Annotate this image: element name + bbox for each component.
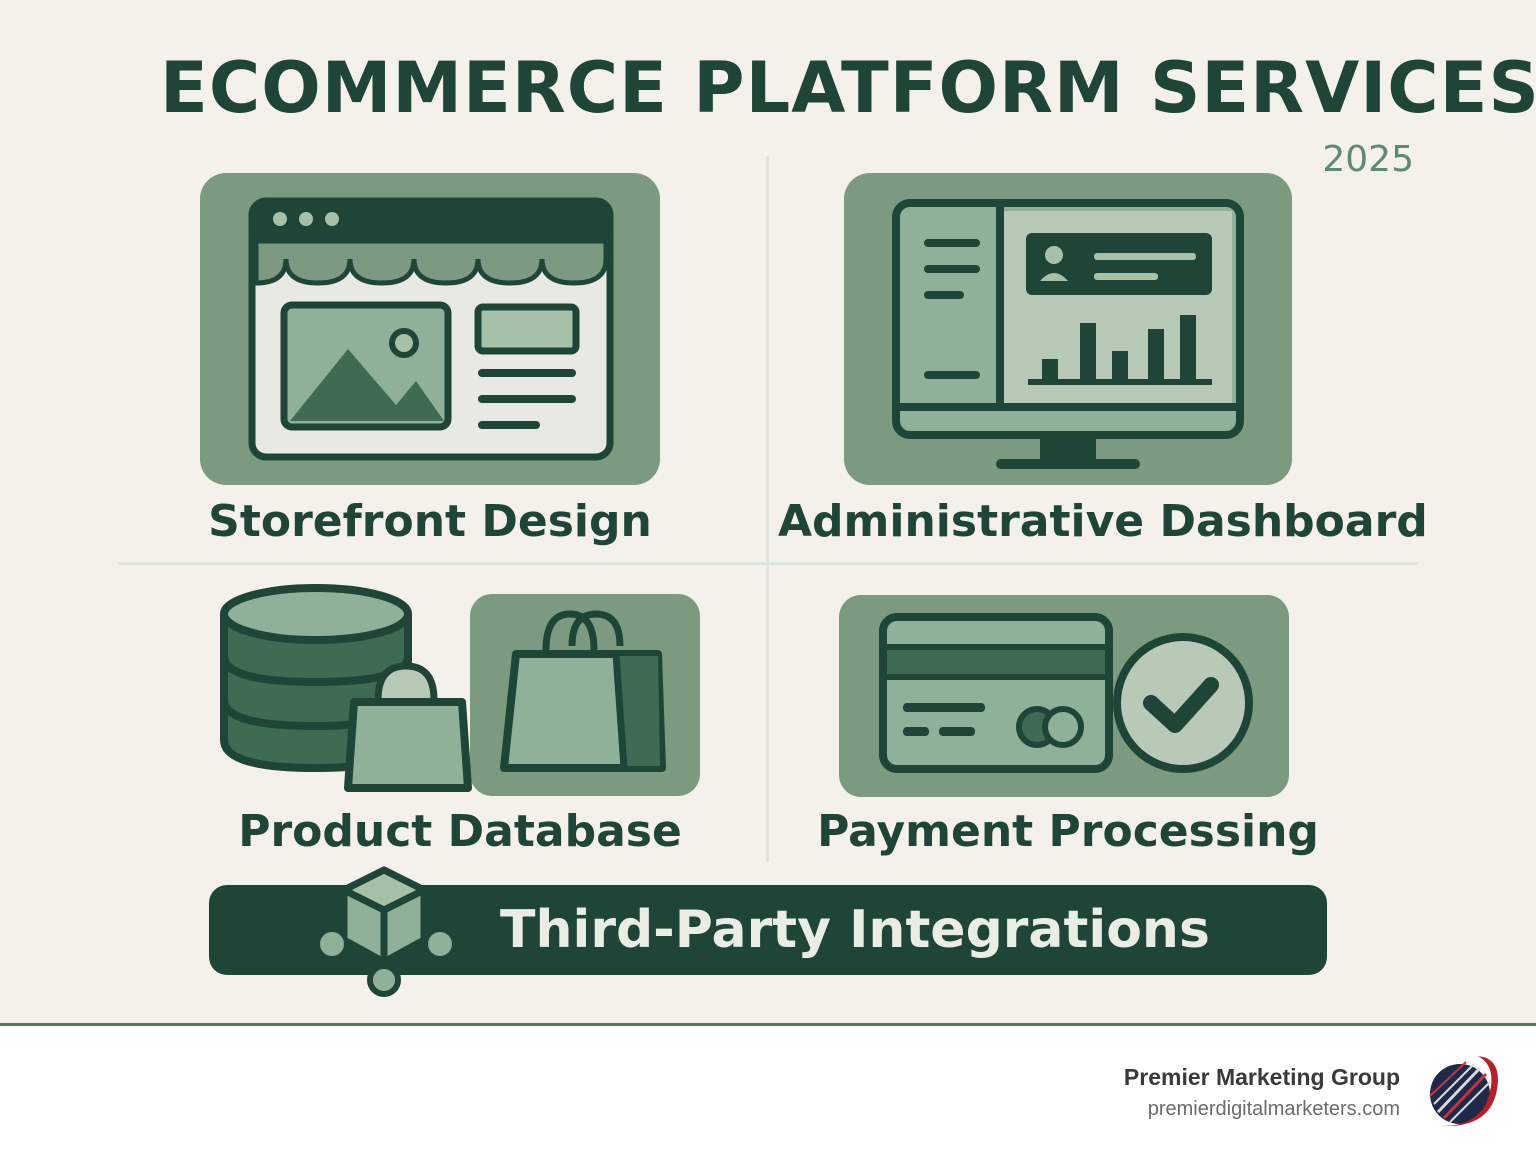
service-label-payment: Payment Processing	[817, 806, 1319, 857]
horizontal-divider	[118, 562, 1418, 565]
brand-url[interactable]: premierdigitalmarketers.com	[1147, 1098, 1400, 1120]
brand-name: Premier Marketing Group	[1123, 1064, 1400, 1090]
service-label-storefront: Storefront Design	[208, 496, 652, 547]
cube-network-icon	[320, 866, 452, 997]
year-label: 2025	[1322, 139, 1414, 180]
service-label-dashboard: Administrative Dashboard	[778, 496, 1428, 547]
globe-swoosh-logo	[1429, 1056, 1498, 1127]
monitor-dashboard-icon	[844, 173, 1292, 485]
footer-divider	[0, 1023, 1536, 1026]
footer	[0, 1026, 1536, 1154]
banner-label: Third-Party Integrations	[500, 900, 1210, 960]
database-shopping-bag-icon	[220, 584, 700, 796]
service-label-database: Product Database	[238, 806, 682, 857]
credit-card-check-icon	[839, 595, 1289, 797]
vertical-divider	[766, 156, 769, 862]
storefront-icon	[200, 173, 660, 485]
page-title: ECOMMERCE PLATFORM SERVICES	[160, 47, 1536, 129]
